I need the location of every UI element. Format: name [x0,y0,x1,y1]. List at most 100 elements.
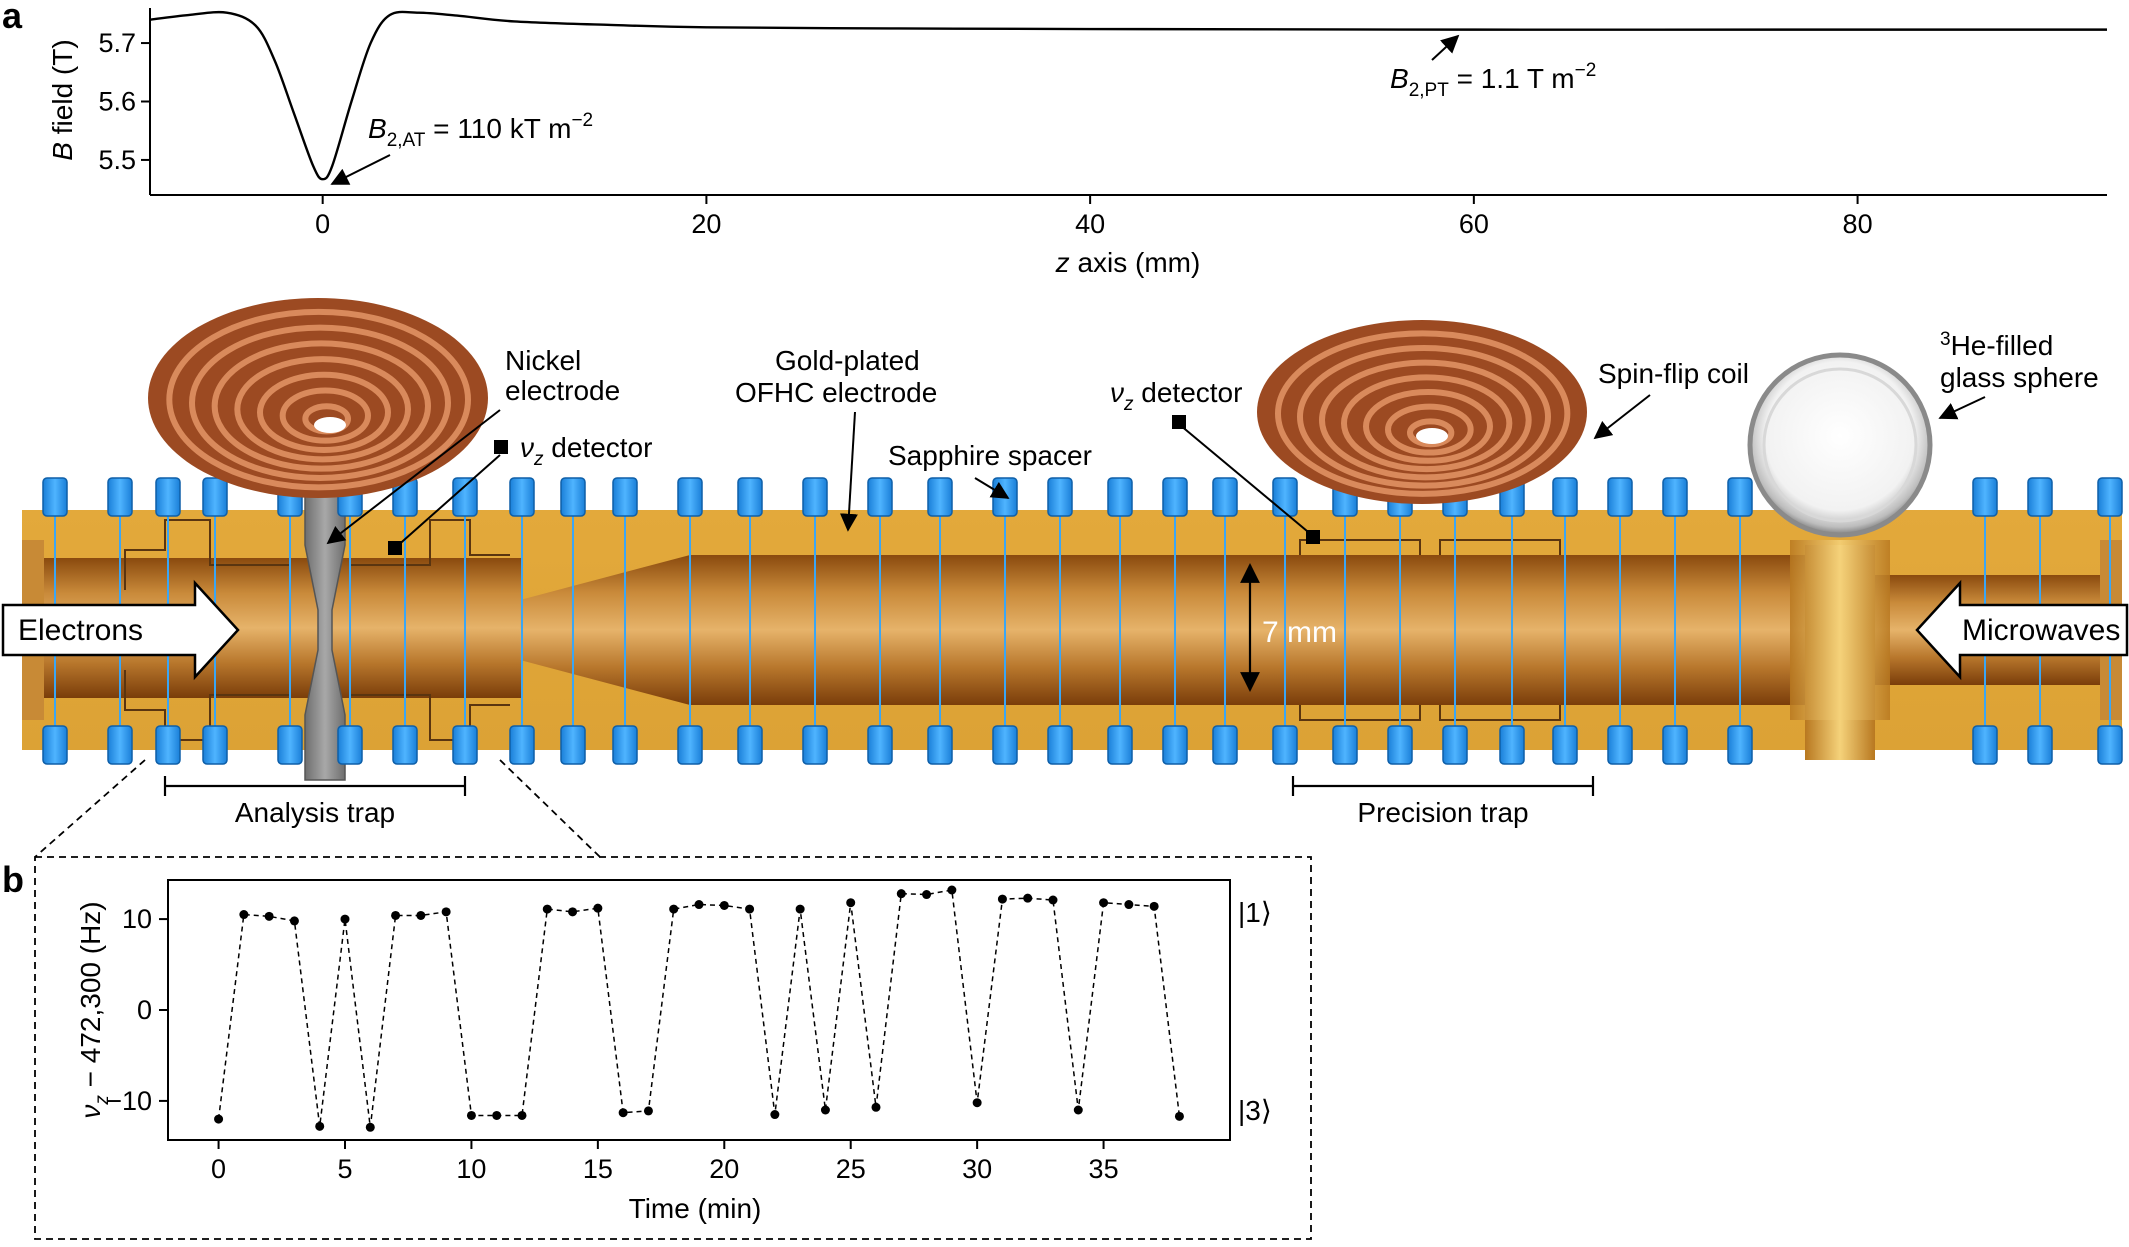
frequency-point [694,900,704,910]
spacer-cap-top [452,477,478,517]
frequency-dashed-line [217,889,1181,1128]
electrons-arrow [1,579,240,681]
coil-turn [1363,389,1493,464]
sapphire-spacers [42,477,2123,765]
panel-a-x-tick-label: 0 [315,209,330,239]
panel-b-y-tick-label: −10 [106,1086,152,1116]
panel-b-y-tick-label: 0 [137,995,152,1025]
frequency-point [416,910,426,920]
sapphire-leader [974,477,1010,499]
gold-label-2: OFHC electrode [735,377,937,408]
panel-b-x-tick-label: 5 [337,1154,352,1184]
spacer-cap-top [1047,477,1073,517]
spacer-cap-bottom [802,725,828,765]
panel-a-axes [149,8,2107,196]
spacer-cap-top [155,477,181,517]
frequency-point [820,1105,830,1115]
spacer-cap-top [1727,477,1753,517]
coil-turn [166,308,471,491]
frequency-point [568,907,578,917]
vz-detector-box-right [1306,530,1320,544]
panel-b-x-tick-label: 35 [1089,1154,1119,1184]
spacer-cap-top [560,477,586,517]
zoom-line-right [499,759,601,858]
panel-b-x-tick-label: 20 [709,1154,739,1184]
spacer-cap-bottom [612,725,638,765]
vz-detector-label-right: νz detector [1110,377,1242,415]
at-annotation: B2,AT = 110 kT m−2 [368,110,593,151]
spacer-cap-top [867,477,893,517]
frequency-point [1099,898,1109,908]
precision-electrode-outlines [1299,539,1561,721]
microwaves-label: Microwaves [1962,614,2120,647]
bore-dimension-label: 7 mm [1262,616,1337,649]
spacer-cap-bottom [927,725,953,765]
vz-detector-label-left: νz detector [520,432,652,470]
panel-a-x-tick-label: 20 [691,209,721,239]
precision-trap-label: Precision trap [1357,797,1528,828]
panel-b-axes [167,879,1231,1141]
spin-flip-label: Spin-flip coil [1598,358,1749,389]
spacer-cap-top [737,477,763,517]
panel-b-x-tick-label: 10 [456,1154,486,1184]
frequency-point [315,1121,325,1131]
spacer-cap-bottom [1442,725,1468,765]
spacer-cap-top [509,477,535,517]
vz-detector-box-left [388,541,402,555]
vz-detector-leader-right [1179,424,1314,537]
frequency-point [1023,893,1033,903]
spacer-cap-bottom [677,725,703,765]
spacer-cap-top [1552,477,1578,517]
he-label-1: 3He-filled [1940,329,2053,361]
frequency-point [871,1102,881,1112]
spacer-cap-bottom [277,725,303,765]
panel-a-ylabel: B field (T) [47,39,78,160]
frequency-point [492,1110,502,1120]
frequency-point [643,1106,653,1116]
spacer-cap-bottom [1272,725,1298,765]
panel-a-x-tick-label: 80 [1843,209,1873,239]
spacer-cap-bottom [509,725,535,765]
panel-a-y-tick-label: 5.6 [98,87,136,117]
spacer-cap-bottom [337,725,363,765]
panel-b-x-tick-label: 30 [962,1154,992,1184]
spacer-cap-top [1162,477,1188,517]
pt-arrow [1431,34,1460,61]
spacer-cap-bottom [867,725,893,765]
coil-turn [1341,374,1513,473]
nickel-label-1: Nickel [505,345,581,376]
coil-turn [1275,330,1571,497]
spacer-cap-bottom [1212,725,1238,765]
panel-b-label: b [2,859,24,900]
zoom-line-left [34,759,146,858]
frequency-point [1124,900,1134,910]
panel-a-x-tick-label: 40 [1075,209,1105,239]
trap-diagram: 7 mm Electrons Microwaves Nickel electro… [1,298,2129,858]
spacer-cap-top [1212,477,1238,517]
bore-taper [520,555,690,705]
vz-detector-marker-right [1172,415,1186,429]
coil-turn [257,371,391,453]
spacer-cap-top [1662,477,1688,517]
he-glass-sphere-rim [1762,367,1918,523]
bore-wide [690,555,1840,705]
spacer-cap-bottom [1552,725,1578,765]
he-leader [1938,396,1986,420]
spacer-cap-bottom [452,725,478,765]
frequency-point [340,914,350,924]
spacer-cap-bottom [1332,725,1358,765]
spacer-cap-top [107,477,133,517]
frequency-points [214,885,1184,1132]
nickel-electrode [304,479,346,781]
panel-a-x-tick-label: 60 [1459,209,1489,239]
frequency-point [239,910,249,920]
frequency-point [289,916,299,926]
state-1-label: |1⟩ [1238,897,1272,928]
panel-a-y-tick-label: 5.5 [98,145,136,175]
spacer-cap-bottom [202,725,228,765]
frequency-point [466,1110,476,1120]
spacer-cap-top [1607,477,1633,517]
coil-turn [279,387,372,444]
